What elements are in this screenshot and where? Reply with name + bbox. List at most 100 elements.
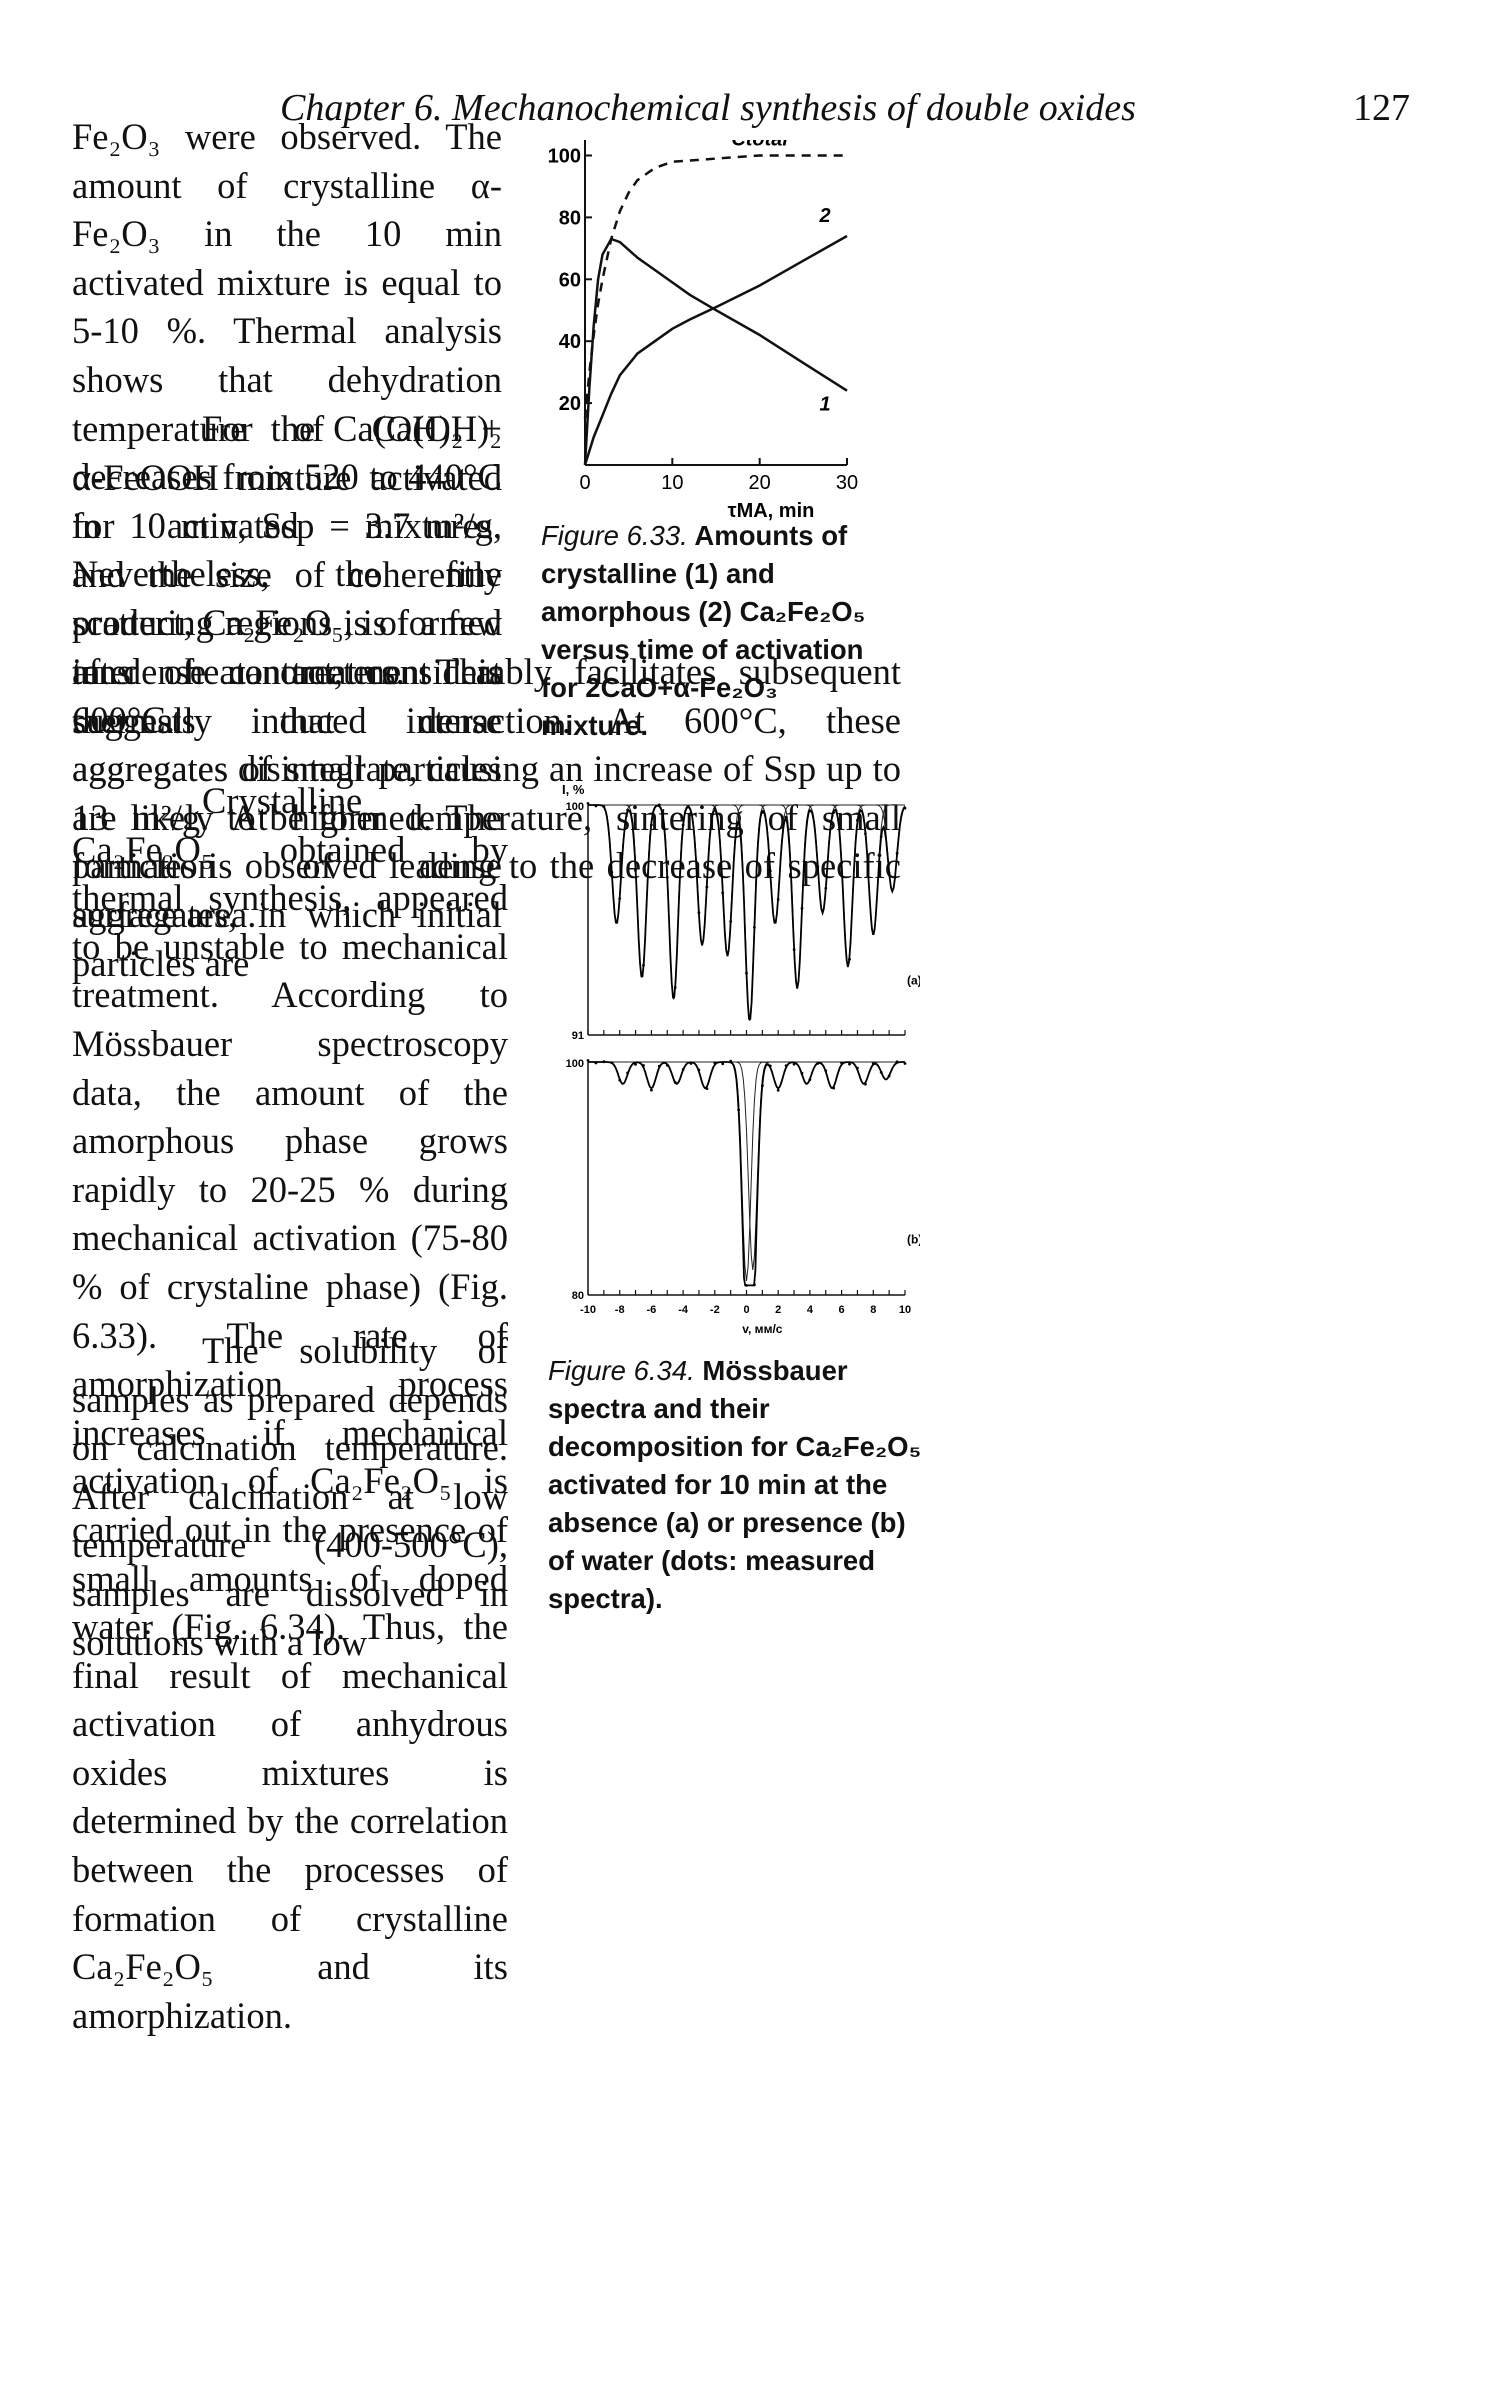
- panel-b-data-point: [895, 1060, 899, 1064]
- panel-b-label: (b): [907, 1233, 920, 1247]
- paragraph-4: The solubility of samples as prepared de…: [72, 1330, 508, 1663]
- panel-b-y-bottom: 80: [572, 1290, 584, 1302]
- panel-a-data-point: [721, 891, 725, 895]
- panel-b-data-point: [840, 1061, 843, 1065]
- x-tick-label: -10: [580, 1304, 596, 1316]
- panel-b-y-top: 100: [566, 1058, 584, 1070]
- panel-b-data-point: [753, 1283, 756, 1287]
- panel-a-data-point: [808, 809, 812, 813]
- x-tick-label: 6: [839, 1304, 845, 1316]
- panel-b-data-point: [729, 1059, 733, 1063]
- panel-b-component-6: [588, 1061, 905, 1271]
- panel-b-data-point: [887, 1074, 891, 1078]
- panel-b-data-point: [784, 1064, 788, 1067]
- panel-b-data-point: [673, 1081, 677, 1084]
- panel-b-data-point: [864, 1082, 867, 1086]
- panel-b-data-point: [586, 1059, 590, 1062]
- panel-a-data-point: [626, 808, 629, 812]
- panel-b-data-point: [642, 1064, 645, 1067]
- paragraph-3: Crystalline Ca₂Fe₂O₅ obtained by thermal…: [72, 780, 508, 2036]
- panel-b-data-point: [618, 1078, 622, 1082]
- panel-b-data-point: [776, 1088, 780, 1092]
- x-tick-label: 4: [807, 1304, 814, 1316]
- panel-b-data-point: [816, 1062, 820, 1065]
- panel-a-data-point: [871, 932, 875, 935]
- panel-a-data-point: [832, 811, 836, 814]
- panel-a-data-point: [689, 811, 693, 815]
- x-tick-label: 10: [661, 472, 683, 494]
- panel-a-data-point: [864, 832, 867, 836]
- figure-6-34-spectra: I, %10091(a)10080(b)-10-8-6-4-20246810v,…: [562, 782, 920, 1336]
- series-label-1: 1: [819, 394, 830, 416]
- panel-b-component-7: [588, 1061, 905, 1090]
- panel-a-data-point: [681, 823, 685, 827]
- x-tick-label: -4: [678, 1304, 689, 1316]
- panel-b-data-point: [650, 1088, 653, 1092]
- panel-a-data-point: [776, 898, 780, 901]
- panel-a-data-point: [816, 865, 820, 869]
- panel-b-data-point: [824, 1069, 828, 1073]
- panel-a-envelope: [588, 804, 906, 1020]
- y-tick-label: 80: [559, 207, 581, 229]
- panel-a-y-top: 100: [566, 801, 584, 813]
- panel-a-data-point: [697, 911, 701, 915]
- panel-a-data-point: [705, 885, 709, 889]
- panel-a-data-point: [602, 805, 606, 809]
- panel-b-data-point: [713, 1061, 717, 1065]
- panel-a-data-point: [618, 897, 622, 900]
- series-line-2: [583, 234, 848, 466]
- running-title: Chapter 6. Mechanochemical synthesis of …: [280, 87, 1136, 129]
- panel-b-data-point: [697, 1068, 701, 1072]
- x-tick-label: 10: [899, 1304, 911, 1316]
- panel-b-data-point: [848, 1062, 851, 1066]
- panel-b-data-point: [610, 1061, 614, 1064]
- x-tick-label: 0: [579, 472, 590, 494]
- panel-b-data-point: [903, 1062, 907, 1065]
- series-line-ctotal: [583, 154, 847, 419]
- panel-b-data-point: [602, 1060, 606, 1064]
- panel-a-data-point: [753, 926, 756, 929]
- panel-a-data-point: [657, 803, 661, 807]
- x-tick-label: -8: [615, 1304, 625, 1316]
- panel-b-component-2: [588, 1061, 905, 1090]
- panel-b-data-point: [792, 1062, 796, 1066]
- figure-6-34-label: Figure 6.34.: [548, 1355, 695, 1386]
- paragraph-2b: in dense contact, considerably facilitat…: [72, 651, 901, 935]
- panel-a-data-point: [879, 835, 883, 838]
- figure-6-33-caption-text: Amounts of crystalline (1) and amorphous…: [541, 520, 866, 741]
- panel-b-data-point: [871, 1062, 875, 1065]
- panel-a-data-point: [895, 851, 899, 855]
- panel-a-data-point: [824, 886, 828, 890]
- panel-b-data-point: [681, 1068, 685, 1071]
- panel-b-data-point: [665, 1063, 669, 1067]
- panel-a-data-point: [673, 986, 677, 989]
- panel-b-data-point: [626, 1071, 629, 1075]
- page-number: 127: [1353, 87, 1410, 129]
- paragraph-1: Fe₂O₃ were observed. The amount of cryst…: [72, 116, 502, 741]
- panel-a-data-point: [840, 861, 843, 865]
- panel-a-data-point: [745, 971, 748, 975]
- panel-a-data-point: [784, 815, 788, 819]
- panel-a-data-point: [903, 806, 907, 810]
- x-tick-label: 20: [749, 472, 771, 494]
- figure-6-33-caption: Figure 6.33. Amounts of crystalline (1) …: [541, 517, 876, 745]
- series-label-2: 2: [818, 205, 830, 227]
- panel-b-data-point: [879, 1071, 883, 1074]
- panel-b-data-point: [594, 1061, 598, 1065]
- running-header: Chapter 6. Mechanochemical synthesis of …: [280, 86, 1410, 130]
- panel-b-data-point: [721, 1062, 725, 1066]
- x-tick-label: -2: [710, 1304, 720, 1316]
- x-tick-label: 8: [870, 1304, 876, 1316]
- panel-a-data-point: [887, 871, 891, 875]
- panel-a-data-point: [729, 920, 733, 923]
- panel-a-data-point: [792, 948, 796, 952]
- series-label-ctotal: Ctotal: [731, 140, 788, 150]
- panel-a-data-point: [650, 823, 653, 827]
- y-tick-label: 40: [559, 331, 581, 353]
- x-tick-label: 2: [775, 1304, 781, 1316]
- panel-b-data-point: [657, 1064, 661, 1068]
- panel-b-data-point: [856, 1066, 859, 1070]
- panel-b-data-point: [705, 1087, 709, 1090]
- panel-a-data-point: [761, 811, 764, 814]
